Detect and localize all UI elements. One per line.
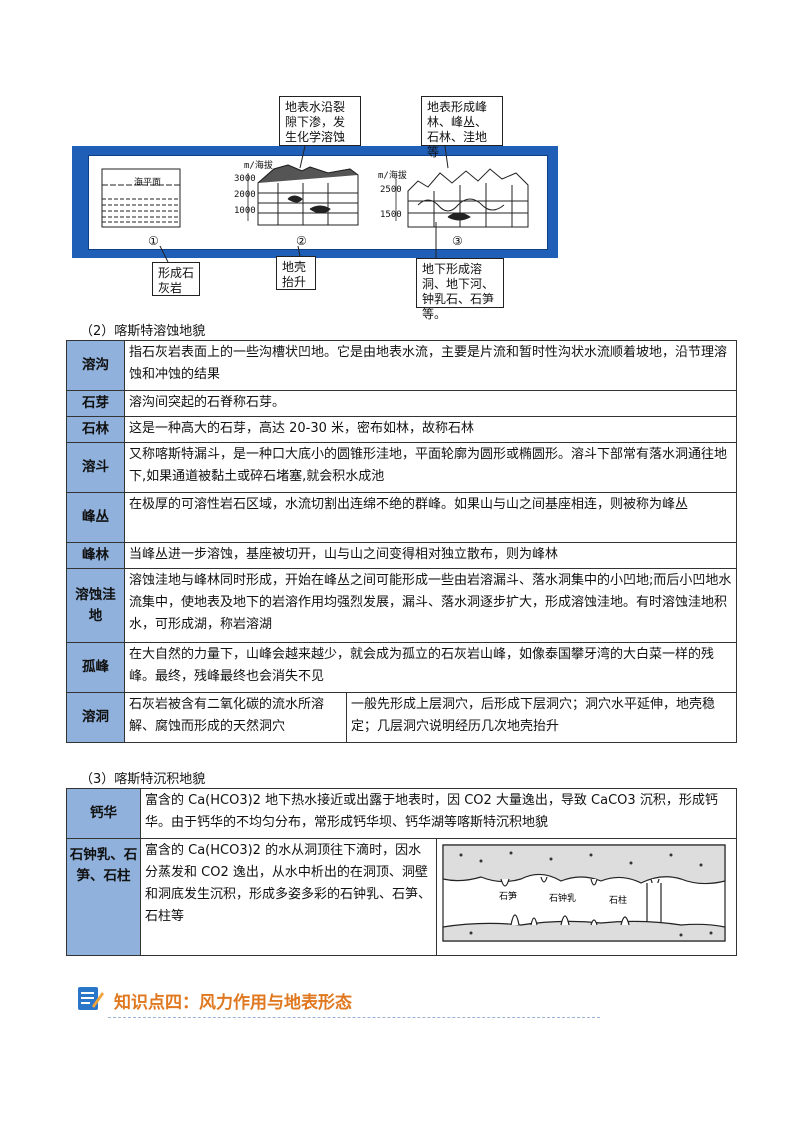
- desc-cell: 溶蚀洼地与峰林同时形成，开始在峰丛之间可能形成一些由岩溶漏斗、落水洞集中的小凹地…: [123, 568, 738, 643]
- desc-cell: 富含的 Ca(HCO3)2 的水从洞顶往下滴时，因水分蒸发和 CO2 逸出，从水…: [140, 838, 437, 956]
- term-cell: 峰丛: [66, 492, 125, 543]
- panel3-tick-1500: 1500: [380, 210, 402, 220]
- desc-cell: 在大自然的力量下，山峰会越来越少，就会成为孤立的石灰岩山峰，如像泰国攀牙湾的大白…: [123, 642, 738, 693]
- table-row: 石林 这是一种高大的石芽，高达 20-30 米，密布如林，故称石林: [66, 416, 738, 443]
- stage3-karst-block: [395, 168, 529, 228]
- panel2-tick-3000: 3000: [234, 174, 256, 184]
- desc-cell: 石灰岩被含有二氧化碳的流水所溶解、腐蚀而形成的天然洞穴: [124, 692, 347, 743]
- desc-cell: 溶沟间突起的石脊称石芽。: [123, 390, 738, 417]
- table-row: 溶斗 又称喀斯特漏斗，是一种口大底小的圆锥形洼地，平面轮廓为圆形或椭圆形。溶斗下…: [66, 442, 738, 493]
- stage-number-1: ①: [148, 234, 159, 248]
- title-underline: [108, 1017, 600, 1018]
- callout-connectors: [159, 145, 449, 263]
- panel2-axis-title: m/海拔: [244, 161, 273, 171]
- karst-evolution-diagram: [101, 164, 529, 228]
- deposition-landform-table: 钙华 富含的 Ca(HCO3)2 地下热水接近或出露于地表时，因 CO2 大量逸…: [66, 788, 738, 956]
- term-cell: 钙华: [66, 788, 141, 839]
- stage1-sediment-layers: [101, 168, 181, 228]
- table-row: 钙华 富含的 Ca(HCO3)2 地下热水接近或出露于地表时，因 CO2 大量逸…: [66, 788, 738, 839]
- desc-cell: 指石灰岩表面上的一些沟槽状凹地。它是由地表水流，主要是片流和暂时性沟状水流顺着坡…: [123, 340, 738, 391]
- table-row: 石芽 溶沟间突起的石脊称石芽。: [66, 390, 738, 417]
- term-cell: 石钟乳、石笋、石柱: [66, 838, 141, 956]
- cave-illustration-cell: 石笋 石钟乳 石柱: [435, 838, 738, 956]
- pillar-label: 石柱: [609, 894, 627, 906]
- cave-deposits-illustration: 石笋 石钟乳 石柱: [442, 844, 726, 942]
- stage2-uplift-block: [247, 164, 359, 226]
- stalagmite-label: 石笋: [499, 890, 517, 902]
- table-row: 孤峰 在大自然的力量下，山峰会越来越少，就会成为孤立的石灰岩山峰，如像泰国攀牙湾…: [66, 642, 738, 693]
- section2-heading: （2）喀斯特溶蚀地貌: [80, 324, 206, 339]
- table-row: 峰丛 在极厚的可溶性岩石区域，水流切割出连绵不绝的群峰。如果山与山之间基座相连，…: [66, 492, 738, 543]
- desc-cell: 又称喀斯特漏斗，是一种口大底小的圆锥形洼地，平面轮廓为圆形或椭圆形。溶斗下部常有…: [123, 442, 738, 493]
- stalactite-label: 石钟乳: [549, 892, 576, 904]
- desc-cell: 富含的 Ca(HCO3)2 地下热水接近或出露于地表时，因 CO2 大量逸出，导…: [139, 788, 738, 839]
- callout-limestone: 形成石灰岩: [152, 262, 200, 296]
- knowledge-point-title: 知识点四：风力作用与地表形态: [114, 993, 352, 1013]
- sea-level-label: 海平面: [134, 178, 162, 188]
- dissolution-landform-table: 溶沟 指石灰岩表面上的一些沟槽状凹地。它是由地表水流，主要是片流和暂时性沟状水流…: [66, 340, 738, 743]
- desc-cell: 在极厚的可溶性岩石区域，水流切割出连绵不绝的群峰。如果山与山之间基座相连，则被称…: [123, 492, 738, 543]
- panel3-tick-2500: 2500: [380, 185, 402, 195]
- term-cell: 石芽: [66, 390, 125, 417]
- table-row: 石钟乳、石笋、石柱 富含的 Ca(HCO3)2 的水从洞顶往下滴时，因水分蒸发和…: [66, 838, 738, 956]
- table-row: 溶沟 指石灰岩表面上的一些沟槽状凹地。它是由地表水流，主要是片流和暂时性沟状水流…: [66, 340, 738, 391]
- table-row: 溶洞 石灰岩被含有二氧化碳的流水所溶解、腐蚀而形成的天然洞穴 一般先形成上层洞穴…: [66, 692, 738, 743]
- term-cell: 石林: [66, 416, 125, 443]
- term-cell: 溶蚀洼地: [66, 568, 125, 643]
- callout-peak-forest: 地表形成峰林、峰丛、石林、洼地等: [421, 96, 503, 159]
- callout-seepage: 地表水沿裂隙下渗，发生化学溶蚀: [279, 96, 361, 146]
- table-row: 溶蚀洼地 溶蚀洼地与峰林同时形成，开始在峰丛之间可能形成一些由岩溶漏斗、落水洞集…: [66, 568, 738, 643]
- callout-underground: 地下形成溶洞、地下河、钟乳石、石笋等。: [416, 258, 504, 321]
- stage-number-2: ②: [296, 234, 307, 248]
- section3-heading: （3）喀斯特沉积地貌: [80, 772, 206, 787]
- desc-cell: 一般先形成上层洞穴，后形成下层洞穴；洞穴水平延伸，地壳稳定；几层洞穴说明经历几次…: [345, 692, 738, 743]
- panel2-tick-2000: 2000: [234, 190, 256, 200]
- panel2-tick-1000: 1000: [234, 206, 256, 216]
- panel3-axis-title: m/海拔: [378, 171, 407, 181]
- term-cell: 溶斗: [66, 442, 125, 493]
- table-row: 峰林 当峰丛进一步溶蚀，基座被切开，山与山之间变得相对独立散布，则为峰林: [66, 542, 738, 569]
- desc-cell: 这是一种高大的石芽，高达 20-30 米，密布如林，故称石林: [123, 416, 738, 443]
- term-cell: 峰林: [66, 542, 125, 569]
- desc-cell: 当峰丛进一步溶蚀，基座被切开，山与山之间变得相对独立散布，则为峰林: [123, 542, 738, 569]
- term-cell: 孤峰: [66, 642, 125, 693]
- term-cell: 溶洞: [66, 692, 125, 743]
- notebook-pencil-icon: [78, 987, 104, 1010]
- callout-uplift: 地壳抬升: [276, 256, 316, 290]
- term-cell: 溶沟: [66, 340, 125, 391]
- stage-number-3: ③: [452, 234, 463, 248]
